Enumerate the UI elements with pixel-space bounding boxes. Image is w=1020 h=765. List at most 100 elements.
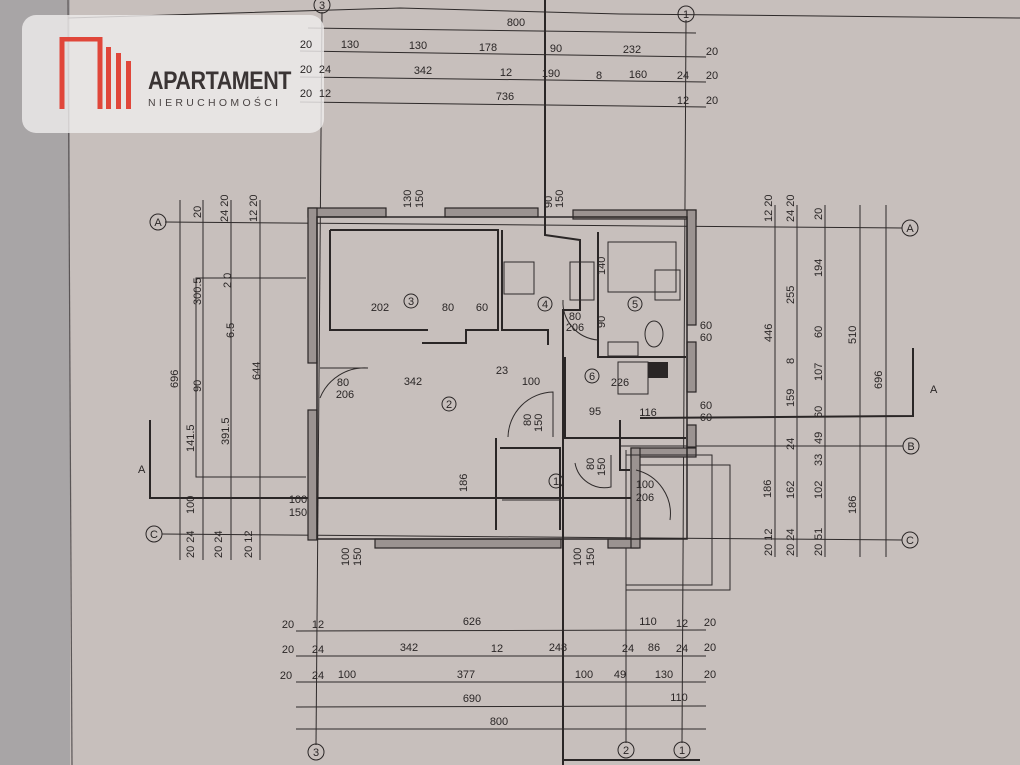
dimension-label: 141.5	[185, 424, 197, 452]
axis-label: 3	[313, 747, 319, 759]
dimension-label: 6.5	[225, 323, 237, 338]
axis-label: B	[907, 441, 914, 453]
dimension-label: 446	[763, 324, 775, 342]
axis-label: 1	[679, 745, 685, 757]
dimension-label: 90	[543, 196, 555, 208]
dimension-label: 60	[700, 412, 712, 424]
dimension-label: 102	[813, 481, 825, 499]
dimension-label: 100	[289, 494, 307, 506]
dimension-label: 226	[611, 377, 629, 389]
dimension-label: 60	[813, 406, 825, 418]
section-line	[149, 420, 640, 499]
dimension-label: 644	[251, 362, 263, 380]
dimension-label: 206	[636, 492, 654, 504]
dimension-label: 255	[785, 286, 797, 304]
sheet-border	[67, 7, 1020, 19]
dimension-label: 342	[414, 65, 432, 77]
dimension-label: 24	[622, 643, 634, 655]
dimension-label: 130	[341, 39, 359, 51]
dimension-label: 24 20	[219, 194, 231, 222]
dimension-label: 20 12	[763, 528, 775, 556]
dimension-label: 80	[522, 414, 534, 426]
dimension-label: 100	[338, 669, 356, 681]
dimension-label: 60	[813, 326, 825, 338]
dimension-label: 186	[762, 480, 774, 498]
dimension-label: 736	[496, 91, 514, 103]
axis-label: C	[906, 535, 914, 547]
room-number: 5	[632, 299, 638, 311]
dimension-label: 20	[280, 670, 292, 682]
room-markers: 1 2 3 4 5 6	[403, 293, 643, 489]
dimension-label: 150	[352, 548, 364, 566]
dimension-label: 23	[496, 365, 508, 377]
dimension-label: 130	[402, 190, 414, 208]
dimension-lines-bottom	[295, 629, 707, 730]
dimension-label: 12 20	[248, 194, 260, 222]
room-number: 3	[408, 296, 414, 308]
section-line	[639, 348, 914, 419]
dimension-label: 391.5	[220, 417, 232, 445]
dimension-label: 49	[813, 432, 825, 444]
axis-label: 3	[319, 0, 325, 12]
dimension-label: 12	[676, 618, 688, 630]
dimension-label: 100	[575, 669, 593, 681]
dimension-label: 90	[192, 380, 204, 392]
dimension-text-top: 800 130 130 178 90 232 20 342 12 190 8 1…	[341, 17, 718, 107]
dimension-label: 20	[706, 46, 718, 58]
dimension-label: 186	[847, 496, 859, 514]
dimension-label: 95	[589, 406, 601, 418]
door-swings	[319, 299, 671, 521]
dimension-label: 24	[676, 643, 688, 655]
dimension-label: 20 12	[243, 530, 255, 558]
dimension-lines-top	[299, 27, 707, 108]
room-number: 6	[589, 371, 595, 383]
section-label: A	[930, 384, 938, 396]
dimension-label: 190	[542, 68, 560, 80]
dimension-label: 696	[873, 371, 885, 389]
dimension-label: 20 24	[185, 530, 197, 558]
section-label: A	[138, 464, 146, 476]
dimension-label: 20	[704, 617, 716, 629]
dimension-label: 110	[639, 616, 657, 628]
brand-logo: APARTAMENT NIERUCHOMOŚCI	[22, 15, 324, 133]
dimension-label: 130	[655, 669, 673, 681]
dimension-label: 80	[585, 458, 597, 470]
dimension-label: 20 24	[785, 528, 797, 556]
dimension-label: 24 20	[785, 194, 797, 222]
dimension-label: 800	[490, 716, 508, 728]
dimension-lines-right	[774, 205, 887, 557]
dimension-label: 150	[414, 190, 426, 208]
dimension-label: 150	[585, 548, 597, 566]
dimension-label: 90	[550, 43, 562, 55]
dimension-label: 800	[507, 17, 525, 29]
dimension-text-bottom: 20 12 626 110 12 20 20 24 342 12 248 24 …	[280, 616, 716, 728]
dimension-label: 24	[785, 438, 797, 450]
dimension-label: 24	[312, 670, 324, 682]
axis-markers: 3 1 3 2 1 A C A B C A A	[138, 0, 938, 761]
dimension-label: 20	[704, 642, 716, 654]
dimension-label: 12	[491, 643, 503, 655]
axis-label: 1	[683, 9, 689, 21]
dimension-label: 377	[457, 669, 475, 681]
dimension-label: 206	[336, 389, 354, 401]
room-number: 2	[446, 399, 452, 411]
axis-label: C	[150, 529, 158, 541]
logo-name: APARTAMENT	[148, 67, 292, 95]
interior-dimensions: 202 80 60 130 150 90 150 80 206 140 90 6…	[289, 190, 712, 566]
axis-label: A	[906, 223, 914, 235]
dimension-label: 626	[463, 616, 481, 628]
dimension-label: 140	[596, 257, 608, 275]
dimension-label: 20	[813, 208, 825, 220]
dimension-label: 342	[404, 376, 422, 388]
dimension-label: 186	[458, 474, 470, 492]
dimension-label: 80	[569, 311, 581, 323]
section-line	[544, 0, 581, 765]
dimension-label: 206	[566, 322, 584, 334]
dimension-label: 130	[409, 40, 427, 52]
dimension-label: 20	[282, 644, 294, 656]
dimension-label: 20	[192, 206, 204, 218]
logo-subtitle: NIERUCHOMOŚCI	[148, 97, 282, 109]
dimension-label: 100	[340, 548, 352, 566]
room-number: 1	[553, 476, 559, 488]
dimension-label: 510	[847, 326, 859, 344]
